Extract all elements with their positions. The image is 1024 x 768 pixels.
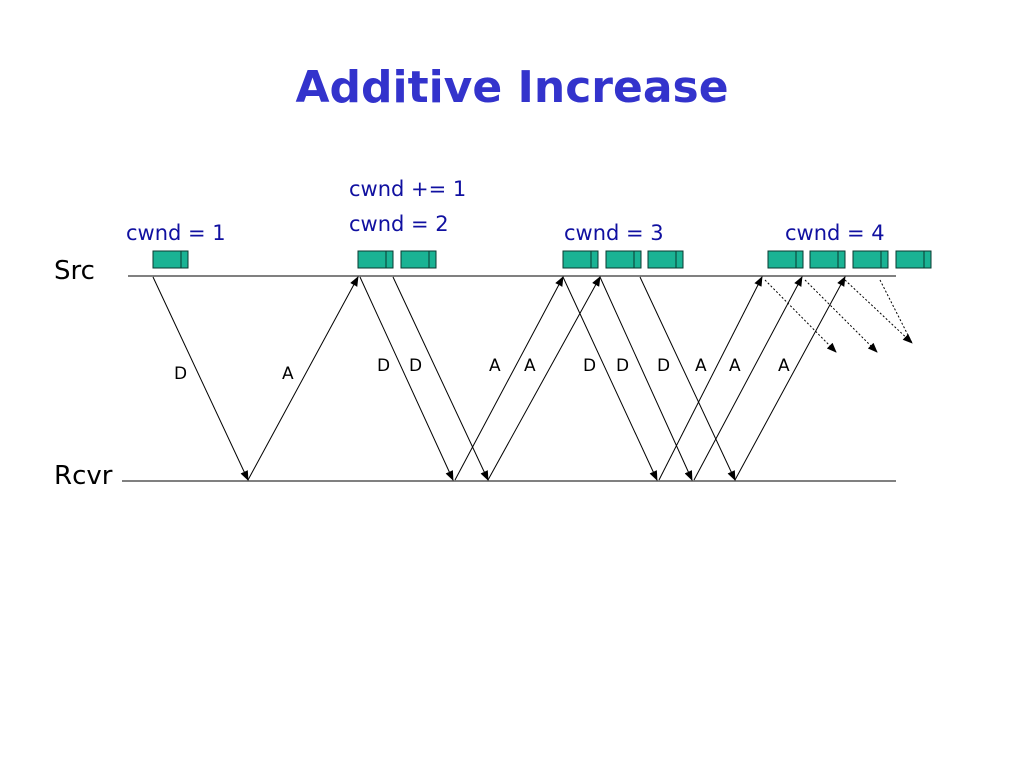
pending-data-arrow bbox=[879, 279, 913, 344]
data-label: D bbox=[174, 364, 187, 384]
data-label: D bbox=[377, 356, 390, 376]
ack-arrow bbox=[693, 276, 803, 481]
packet bbox=[895, 250, 932, 269]
data-arrow bbox=[359, 276, 454, 481]
ack-label: A bbox=[778, 356, 790, 376]
data-label: D bbox=[409, 356, 422, 376]
data-label: D bbox=[583, 356, 596, 376]
data-label: D bbox=[616, 356, 629, 376]
data-arrow bbox=[639, 276, 736, 481]
ack-label: A bbox=[695, 356, 707, 376]
packet bbox=[809, 250, 846, 269]
packet bbox=[647, 250, 684, 269]
ack-arrow bbox=[734, 276, 846, 481]
ack-arrow bbox=[658, 276, 763, 481]
receiver-label: Rcvr bbox=[54, 461, 113, 491]
ack-arrow bbox=[454, 276, 564, 481]
packet bbox=[357, 250, 394, 269]
ack-arrow bbox=[247, 276, 359, 481]
ack-label: A bbox=[524, 356, 536, 376]
packet-group bbox=[152, 250, 932, 269]
cwnd-label-2: cwnd = 2 bbox=[349, 212, 449, 236]
cwnd-label-4: cwnd = 4 bbox=[785, 221, 885, 245]
ack-label: A bbox=[489, 356, 501, 376]
sender-label: Src bbox=[54, 256, 95, 286]
packet bbox=[400, 250, 437, 269]
data-arrow bbox=[392, 276, 489, 481]
arrow-group bbox=[152, 276, 913, 481]
packet bbox=[152, 250, 189, 269]
ack-label: A bbox=[282, 364, 294, 384]
data-arrow bbox=[599, 276, 693, 481]
cwnd-increment-label: cwnd += 1 bbox=[349, 177, 466, 201]
ack-arrow bbox=[487, 276, 601, 481]
packet bbox=[605, 250, 642, 269]
cwnd-label-1: cwnd = 1 bbox=[126, 221, 226, 245]
data-arrow bbox=[562, 276, 658, 481]
data-arrow bbox=[152, 276, 249, 481]
slide-title: Additive Increase bbox=[295, 62, 729, 113]
packet bbox=[562, 250, 599, 269]
packet bbox=[852, 250, 889, 269]
pending-data-arrow bbox=[764, 279, 837, 353]
ack-label: A bbox=[729, 356, 741, 376]
pending-data-arrow bbox=[844, 279, 913, 344]
data-label: D bbox=[657, 356, 670, 376]
packet bbox=[767, 250, 804, 269]
pending-data-arrow bbox=[804, 279, 878, 353]
cwnd-label-3: cwnd = 3 bbox=[564, 221, 664, 245]
